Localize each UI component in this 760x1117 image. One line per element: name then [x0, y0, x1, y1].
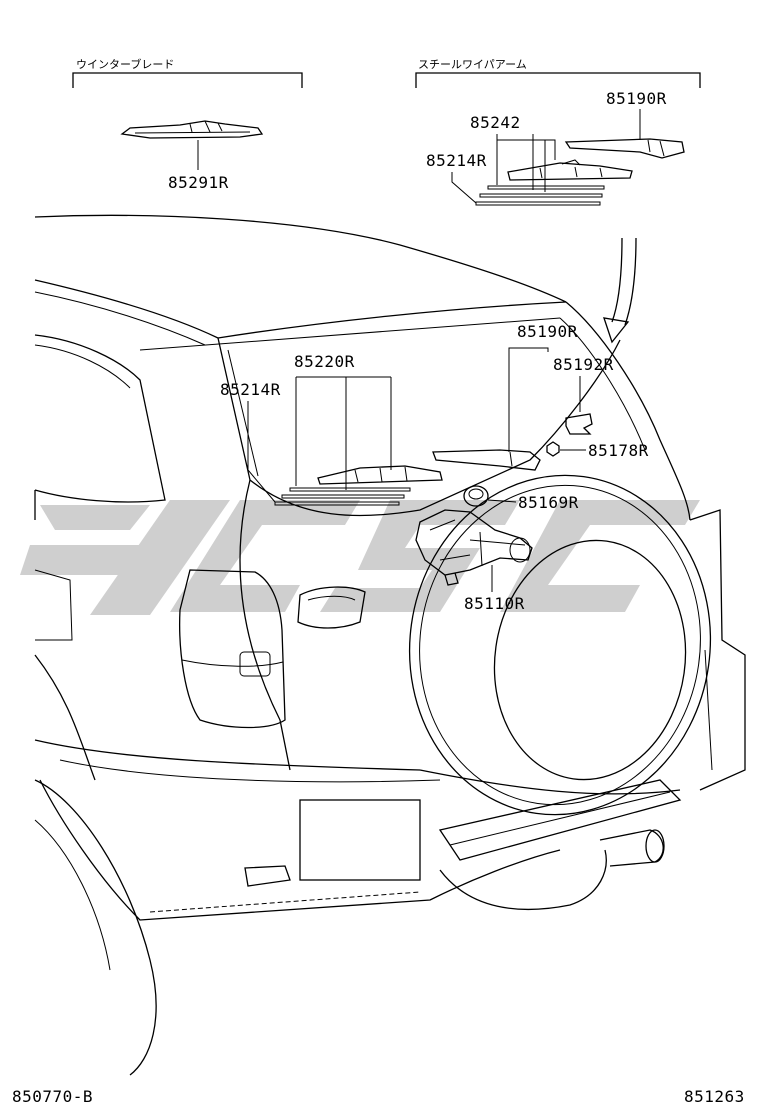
label-85169R: 85169R	[518, 493, 579, 512]
footer-left-code: 850770-B	[12, 1087, 93, 1106]
side-marker	[34, 569, 73, 641]
installed-wiper-blade	[274, 465, 443, 506]
rear-step-bar	[438, 779, 682, 861]
label-85178R: 85178R	[588, 441, 649, 460]
right-quarter-panel	[689, 509, 746, 791]
reflector-left	[244, 865, 291, 887]
nut-part	[546, 441, 560, 457]
vehicle-body	[34, 214, 746, 1076]
leader-85214R-top	[451, 172, 477, 204]
winter-blade-bracket	[72, 72, 303, 88]
winter-blade-group: ウインターブレード 85291R	[72, 57, 303, 192]
liftgate-handle	[297, 586, 366, 629]
wiper-motor-part	[415, 509, 533, 586]
right-rear-tire	[439, 849, 607, 911]
leader-85214R	[247, 401, 276, 503]
bumper-top	[34, 739, 421, 771]
rear-bumper	[39, 779, 561, 921]
spare-tire-inner	[493, 539, 687, 781]
label-85214R-top: 85214R	[426, 151, 487, 170]
arm-cap-part	[565, 413, 593, 435]
label-85214R: 85214R	[220, 380, 281, 399]
label-85220R: 85220R	[294, 352, 355, 371]
side-roof-edge	[34, 279, 219, 339]
roof-line	[34, 214, 567, 303]
label-85192R: 85192R	[553, 355, 614, 374]
label-85190R: 85190R	[517, 322, 578, 341]
winter-blade-title: ウインターブレード	[76, 57, 174, 71]
callout-arrow	[603, 237, 637, 344]
leader-85242-a	[496, 134, 556, 160]
steel-wiper-arm-group: スチールワイパアーム 85190R 85242 85214R	[415, 58, 701, 206]
tail-light-lens	[239, 651, 271, 677]
rear-window-outline	[217, 337, 621, 517]
winter-blade-part	[120, 120, 264, 139]
leader-85169R	[487, 499, 517, 503]
label-85242: 85242	[470, 113, 521, 132]
steel-arm-part	[564, 138, 685, 159]
rear-pillar	[565, 301, 691, 521]
leader-85190R	[508, 347, 549, 452]
label-85190R-top: 85190R	[606, 89, 667, 108]
label-85110R: 85110R	[464, 594, 525, 613]
exhaust-pipe	[599, 829, 664, 867]
steel-arm-title: スチールワイパアーム	[418, 58, 527, 71]
steel-blade-part	[475, 159, 633, 206]
steel-arm-bracket	[415, 72, 701, 88]
grommet-part	[463, 485, 489, 507]
license-plate-recess	[299, 799, 421, 881]
left-rear-tire	[34, 779, 157, 1076]
label-85291R: 85291R	[168, 173, 229, 192]
tail-light	[179, 569, 286, 729]
installed-wiper-arm	[432, 449, 541, 471]
watermark-logo	[20, 500, 700, 615]
side-window	[34, 334, 166, 503]
spare-tire	[408, 474, 712, 816]
liftgate-top-edge	[217, 301, 567, 339]
footer-right-code: 851263	[684, 1087, 745, 1106]
